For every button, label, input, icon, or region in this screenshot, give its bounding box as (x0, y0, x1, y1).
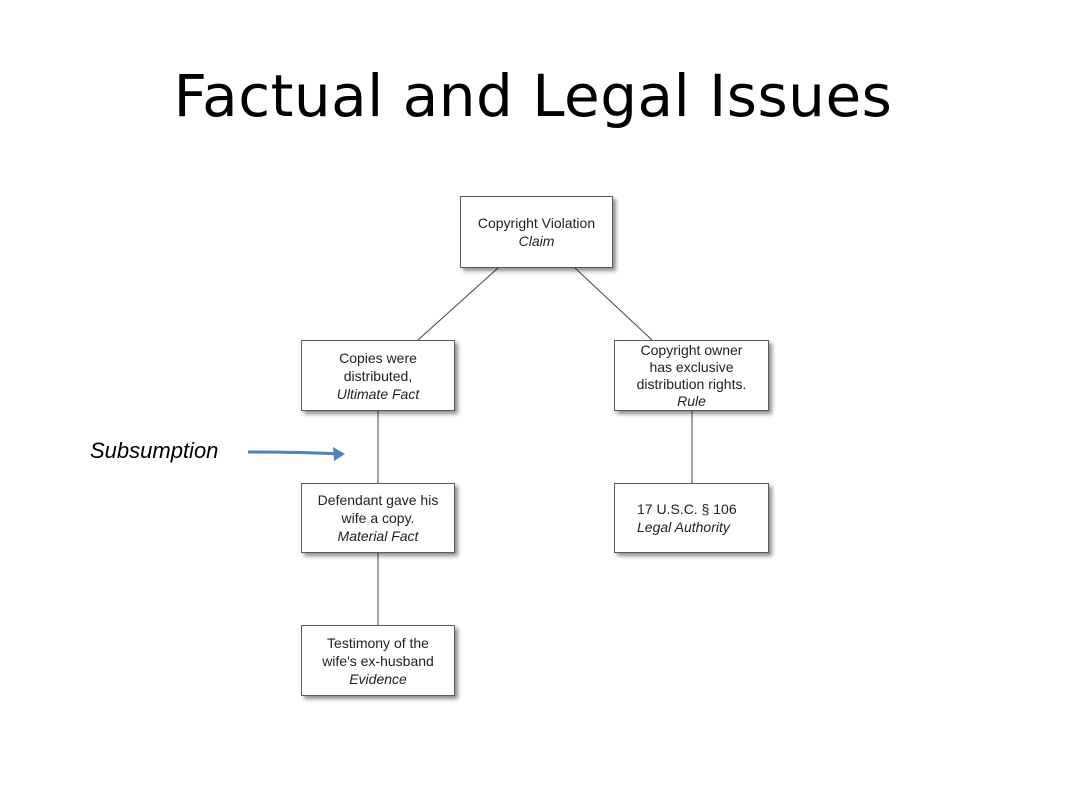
node-claim-kind: Claim (518, 233, 555, 249)
node-claim: Copyright Violation Claim (460, 196, 613, 268)
connector-claim-rule (574, 267, 653, 341)
node-rule-text: Copyright owner has exclusive distributi… (636, 341, 747, 392)
slide-title: Factual and Legal Issues (173, 62, 893, 130)
node-material-fact-kind: Material Fact (337, 528, 419, 544)
node-ultimate-fact-text: Copies were distributed, (339, 349, 417, 384)
node-rule: Copyright owner has exclusive distributi… (614, 340, 769, 411)
node-legal-authority: 17 U.S.C. § 106 Legal Authority (614, 483, 769, 553)
node-rule-kind: Rule (677, 392, 706, 409)
node-ultimate-fact-kind: Ultimate Fact (336, 385, 420, 402)
node-claim-text: Copyright Violation (477, 215, 596, 231)
connector-claim-ultimate-fact (417, 267, 499, 341)
subsumption-label: Subsumption (90, 438, 219, 463)
node-material-fact: Defendant gave his wife a copy. Material… (301, 483, 455, 553)
node-evidence-kind: Evidence (349, 670, 407, 687)
node-material-fact-text: Defendant gave his wife a copy. (317, 492, 439, 526)
subsumption-arrow (247, 447, 345, 461)
node-legal-authority-text: 17 U.S.C. § 106 (637, 501, 737, 517)
node-legal-authority-kind: Legal Authority (637, 519, 730, 535)
node-evidence-text: Testimony of the wife's ex-husband (322, 634, 434, 669)
node-ultimate-fact: Copies were distributed, Ultimate Fact (301, 340, 455, 411)
node-evidence: Testimony of the wife's ex-husband Evide… (301, 625, 455, 696)
